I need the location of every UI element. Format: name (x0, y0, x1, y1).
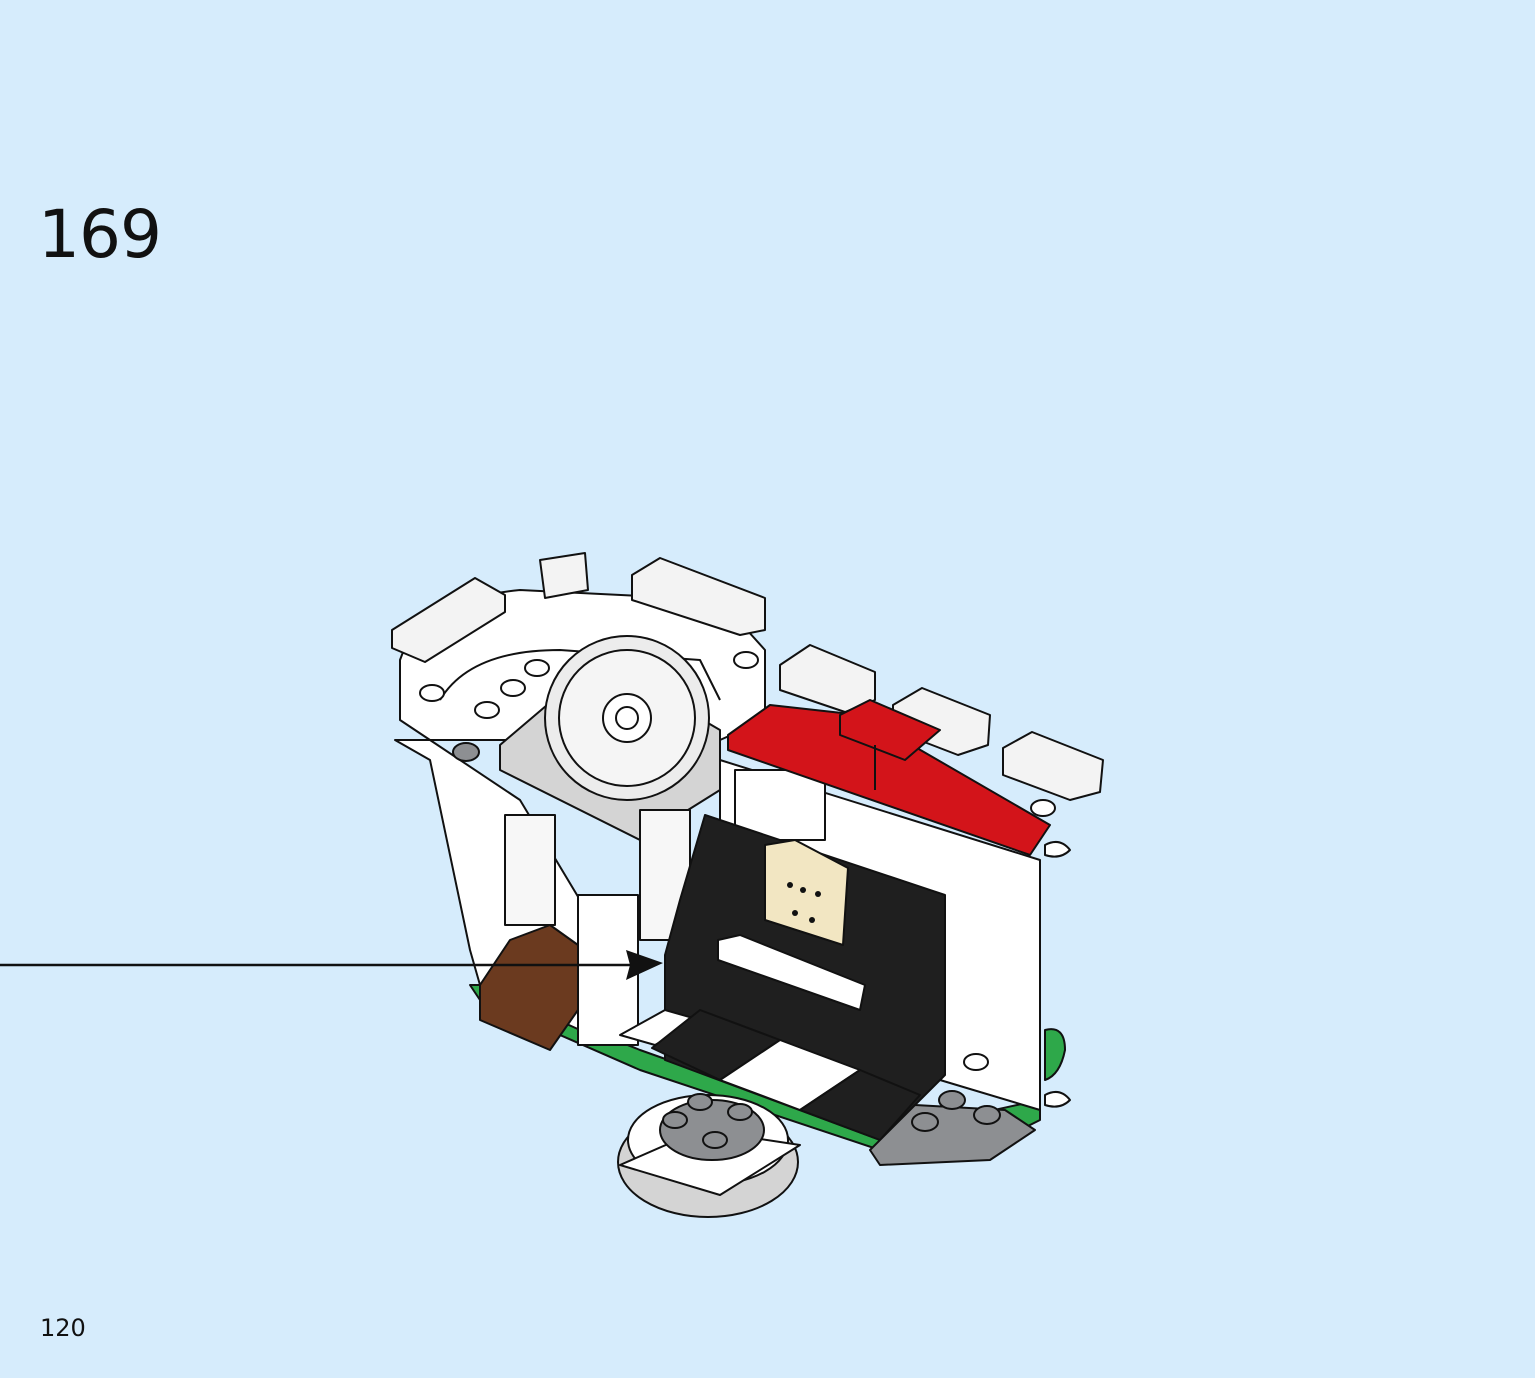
white-clip (1044, 1090, 1071, 1108)
grey-stud (973, 1105, 1001, 1125)
white-stud (963, 1053, 989, 1071)
music-note (809, 917, 815, 923)
grey-stud (662, 1111, 688, 1129)
gear-hub-hole (615, 706, 639, 730)
right-top-block-3 (1002, 731, 1104, 801)
tower-top-block-right (631, 557, 766, 636)
callout-arrowhead (626, 950, 663, 980)
grey-stud (702, 1131, 728, 1149)
white-stud (1030, 799, 1056, 817)
music-note (800, 887, 806, 893)
step-number: 169 (38, 196, 162, 273)
tower-inner-arc (439, 649, 721, 701)
grey-stud (938, 1090, 966, 1110)
stud (524, 659, 550, 677)
piano-keyboard (717, 934, 866, 1011)
pillar (577, 894, 639, 1046)
music-sheet (764, 839, 849, 946)
white-clip (1044, 840, 1071, 858)
plant-leaf (1044, 1028, 1066, 1081)
tower-top-block-mid (539, 552, 589, 599)
right-top-block-1 (779, 644, 876, 713)
grey-stud (687, 1093, 713, 1111)
music-note (787, 882, 793, 888)
tower-top-block-left (391, 577, 506, 663)
grey-stud (911, 1112, 939, 1132)
red-roof-ridge (839, 699, 941, 761)
red-roof (727, 704, 1051, 856)
arch-window-left (504, 814, 556, 926)
build-illustration (0, 552, 1104, 1218)
grey-stud (452, 742, 480, 762)
page-number: 120 (40, 1314, 86, 1342)
stud (474, 701, 500, 719)
grey-stud (727, 1103, 753, 1121)
stud (733, 651, 759, 669)
floor-tile-black-2 (799, 1069, 921, 1141)
stud (419, 684, 445, 702)
stud (500, 679, 526, 697)
music-note (792, 910, 798, 916)
music-note (815, 891, 821, 897)
brown-bench (479, 924, 579, 1051)
